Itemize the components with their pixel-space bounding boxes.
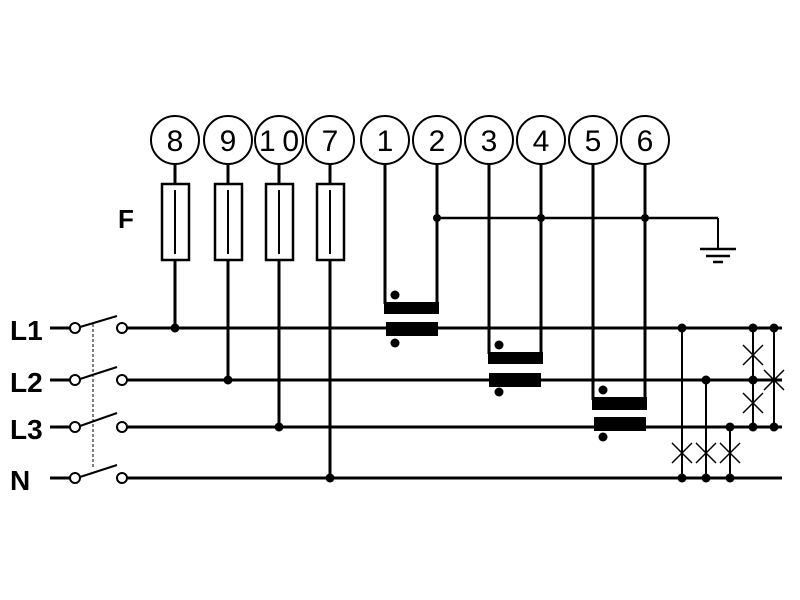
ct2-secondary: [488, 352, 543, 364]
ct-cores: [170, 214, 649, 483]
ct3-secondary: [592, 397, 647, 410]
right-network: [671, 328, 785, 478]
line-label-l1: L1: [10, 315, 43, 346]
bus-lines: [50, 326, 782, 480]
terminal-label: 7: [322, 125, 339, 158]
ct1-primary: [386, 322, 438, 336]
line-label-n: N: [10, 465, 30, 496]
line-label-l2: L2: [10, 367, 43, 398]
ct3-primary: [594, 417, 646, 431]
terminal-label: 6: [637, 125, 654, 158]
terminal-label: 4: [533, 125, 550, 158]
terminal-label: 8: [167, 125, 184, 158]
line-label-l3: L3: [10, 414, 43, 445]
junction-dots: [677, 323, 779, 483]
terminal-label: 1: [377, 125, 394, 158]
terminal-label: 5: [585, 125, 602, 158]
fuse-label: F: [118, 204, 134, 234]
ct2-primary: [489, 373, 541, 387]
ct1-secondary: [384, 302, 439, 314]
terminal-label: 2: [429, 125, 446, 158]
terminal-label: 9: [220, 125, 237, 158]
current-transformers: [383, 164, 736, 400]
main-switch: [69, 315, 128, 484]
fuses: [160, 164, 346, 478]
terminal-label: 3: [481, 125, 498, 158]
